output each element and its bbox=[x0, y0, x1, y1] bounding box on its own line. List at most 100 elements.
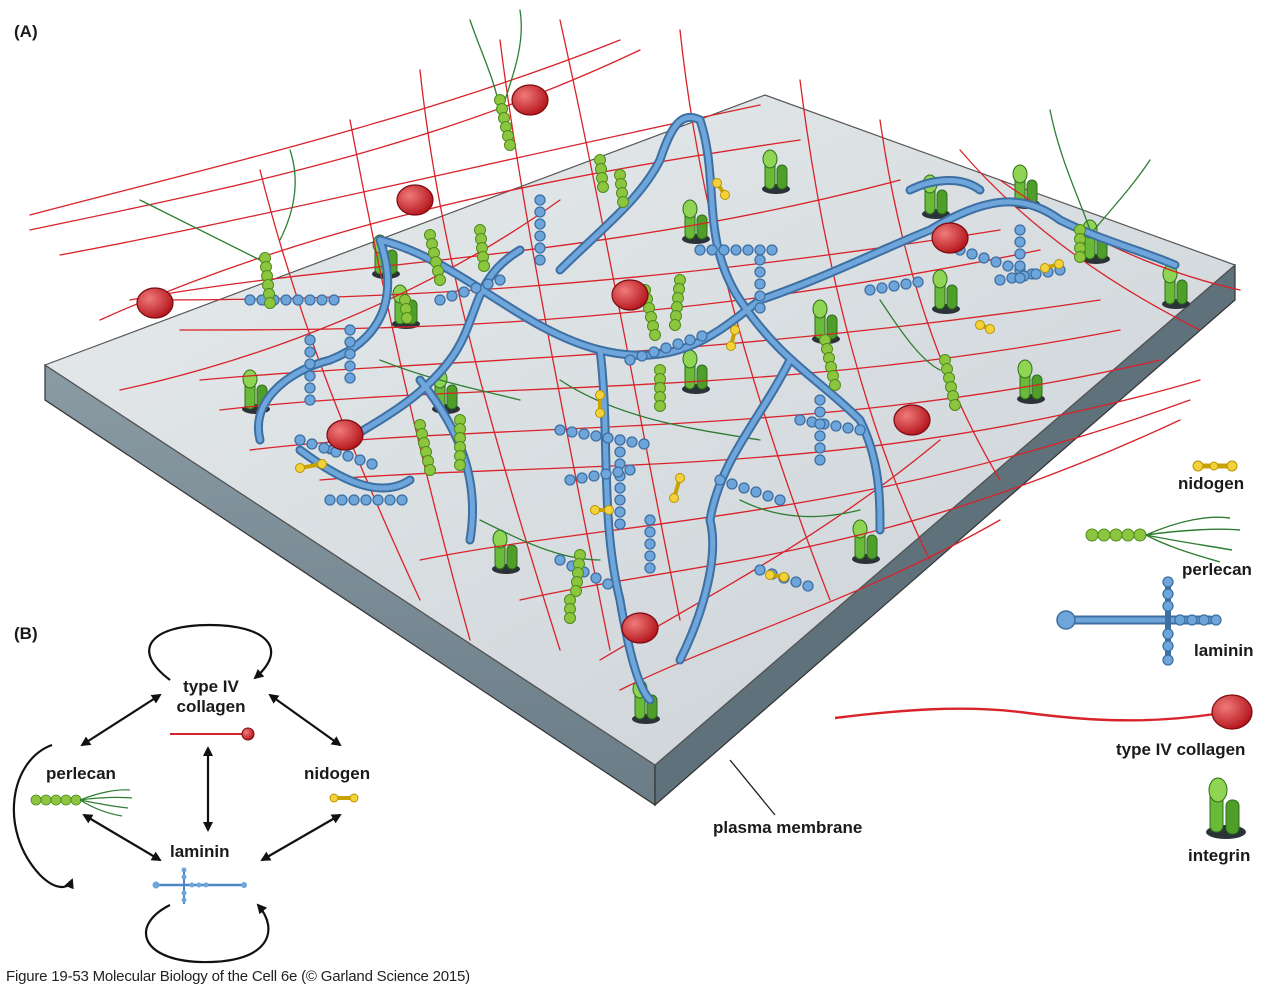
legend-collagen-label: type IV collagen bbox=[1116, 740, 1246, 759]
integrin-icon bbox=[932, 269, 960, 314]
membrane-label-leader bbox=[729, 759, 776, 816]
nidogen-icon bbox=[726, 325, 740, 351]
perlecan-chain bbox=[1074, 224, 1086, 263]
laminin-arm bbox=[644, 514, 656, 574]
integrin-icon bbox=[682, 199, 710, 244]
laminin-arm bbox=[754, 254, 766, 314]
perlecan-chain bbox=[494, 94, 516, 151]
b-node-collagen-line1: type IV bbox=[183, 677, 239, 696]
legend-integrin-glyph bbox=[1206, 777, 1246, 839]
b-collagen-glyph bbox=[170, 727, 255, 741]
integrin-group bbox=[242, 149, 1190, 724]
integrin-icon bbox=[1017, 359, 1045, 404]
laminin-arm bbox=[694, 244, 778, 256]
laminin-arm bbox=[304, 334, 316, 406]
interaction-diagram bbox=[12, 623, 342, 964]
perlecan-chain bbox=[594, 154, 609, 193]
perlecan-self-loop bbox=[12, 743, 74, 890]
laminin-arm bbox=[434, 274, 506, 306]
collagen-head bbox=[326, 419, 364, 451]
laminin-arm bbox=[814, 394, 826, 466]
collagen-self-loop bbox=[148, 623, 273, 681]
nidogen-icon bbox=[669, 473, 685, 503]
nidogen-icon bbox=[712, 178, 730, 200]
perlecan-chain bbox=[259, 252, 276, 309]
b-node-perlecan: perlecan bbox=[46, 764, 116, 783]
perlecan-chain bbox=[669, 274, 686, 331]
nidogen-icon bbox=[1040, 259, 1064, 273]
arrow-perlecan-laminin bbox=[82, 813, 162, 862]
perlecan-chain bbox=[564, 594, 576, 624]
integrin-icon bbox=[682, 349, 710, 394]
legend-integrin-label: integrin bbox=[1188, 846, 1251, 865]
collagen-head bbox=[136, 287, 174, 319]
b-laminin-glyph bbox=[152, 867, 247, 904]
perlecan-chain bbox=[654, 364, 666, 412]
integrin-icon bbox=[812, 299, 840, 344]
figure-caption: Figure 19-53 Molecular Biology of the Ce… bbox=[6, 968, 470, 985]
collagen-head bbox=[511, 84, 549, 116]
integrin-icon bbox=[852, 519, 880, 564]
laminin-arm bbox=[1014, 224, 1026, 284]
laminin-arm bbox=[324, 494, 408, 506]
collagen-head bbox=[931, 222, 969, 254]
integrin-icon bbox=[762, 149, 790, 194]
panel-a-label: (A) bbox=[14, 22, 38, 41]
perlecan-chain bbox=[454, 414, 466, 471]
plasma-membrane-label: plasma membrane bbox=[713, 818, 863, 837]
perlecan-strands bbox=[139, 9, 1151, 561]
arrow-collagen-nidogen bbox=[268, 693, 342, 747]
membrane-top bbox=[43, 94, 1237, 766]
laminin-arm bbox=[624, 330, 708, 366]
b-nidogen-glyph bbox=[329, 793, 359, 803]
nidogen-icon bbox=[590, 505, 614, 515]
collagen-head bbox=[893, 404, 931, 436]
b-node-collagen-line2: collagen bbox=[176, 697, 246, 716]
legend-nidogen-label: nidogen bbox=[1178, 474, 1245, 493]
perlecan-bead-chains bbox=[259, 94, 1086, 624]
integrin-icon bbox=[1162, 264, 1190, 309]
b-perlecan-glyph bbox=[30, 789, 133, 817]
plasma-membrane-slab bbox=[43, 94, 1237, 816]
laminin-arm bbox=[344, 324, 356, 384]
legend-glyphs bbox=[834, 460, 1253, 839]
nidogen-icon bbox=[595, 390, 605, 418]
b-node-collagen: type IV collagen bbox=[168, 677, 254, 717]
laminin-self-loop bbox=[144, 903, 270, 964]
perlecan-chain bbox=[399, 294, 413, 324]
perlecan-chain bbox=[474, 224, 490, 272]
laminin-arm bbox=[534, 194, 546, 266]
nidogen-icon bbox=[295, 459, 327, 473]
perlecan-chain bbox=[939, 354, 961, 411]
panel-b-label: (B) bbox=[14, 624, 38, 643]
laminin-arm bbox=[794, 414, 866, 436]
laminin-bead-chains bbox=[244, 194, 1066, 592]
nidogen-icon bbox=[975, 320, 995, 334]
nidogen-icon bbox=[765, 570, 789, 582]
laminin-arm bbox=[554, 554, 614, 590]
perlecan-chain bbox=[424, 229, 446, 286]
collagen-head bbox=[611, 279, 649, 311]
perlecan-chain bbox=[819, 334, 841, 391]
arrow-nidogen-laminin bbox=[260, 814, 342, 861]
legend-nidogen-glyph bbox=[1192, 460, 1238, 472]
collagen-head-group bbox=[136, 84, 969, 644]
laminin-arm bbox=[564, 464, 636, 486]
legend-perlecan-glyph bbox=[1085, 516, 1241, 563]
legend-laminin-glyph bbox=[1056, 576, 1222, 666]
arrow-collagen-perlecan bbox=[80, 693, 162, 747]
collagen-head bbox=[621, 612, 659, 644]
perlecan-chain bbox=[570, 549, 586, 597]
perlecan-chain bbox=[639, 284, 661, 341]
perlecan-chain bbox=[614, 169, 629, 208]
perlecan-chain bbox=[414, 419, 436, 476]
collagen-head bbox=[396, 184, 434, 216]
legend-collagen-glyph bbox=[834, 694, 1253, 730]
collagen-network bbox=[29, 19, 1241, 691]
b-node-nidogen: nidogen bbox=[304, 764, 371, 783]
legend-perlecan-label: perlecan bbox=[1182, 560, 1252, 579]
b-node-laminin: laminin bbox=[170, 842, 230, 861]
laminin-arm bbox=[864, 276, 924, 296]
laminin-arm bbox=[714, 474, 786, 506]
